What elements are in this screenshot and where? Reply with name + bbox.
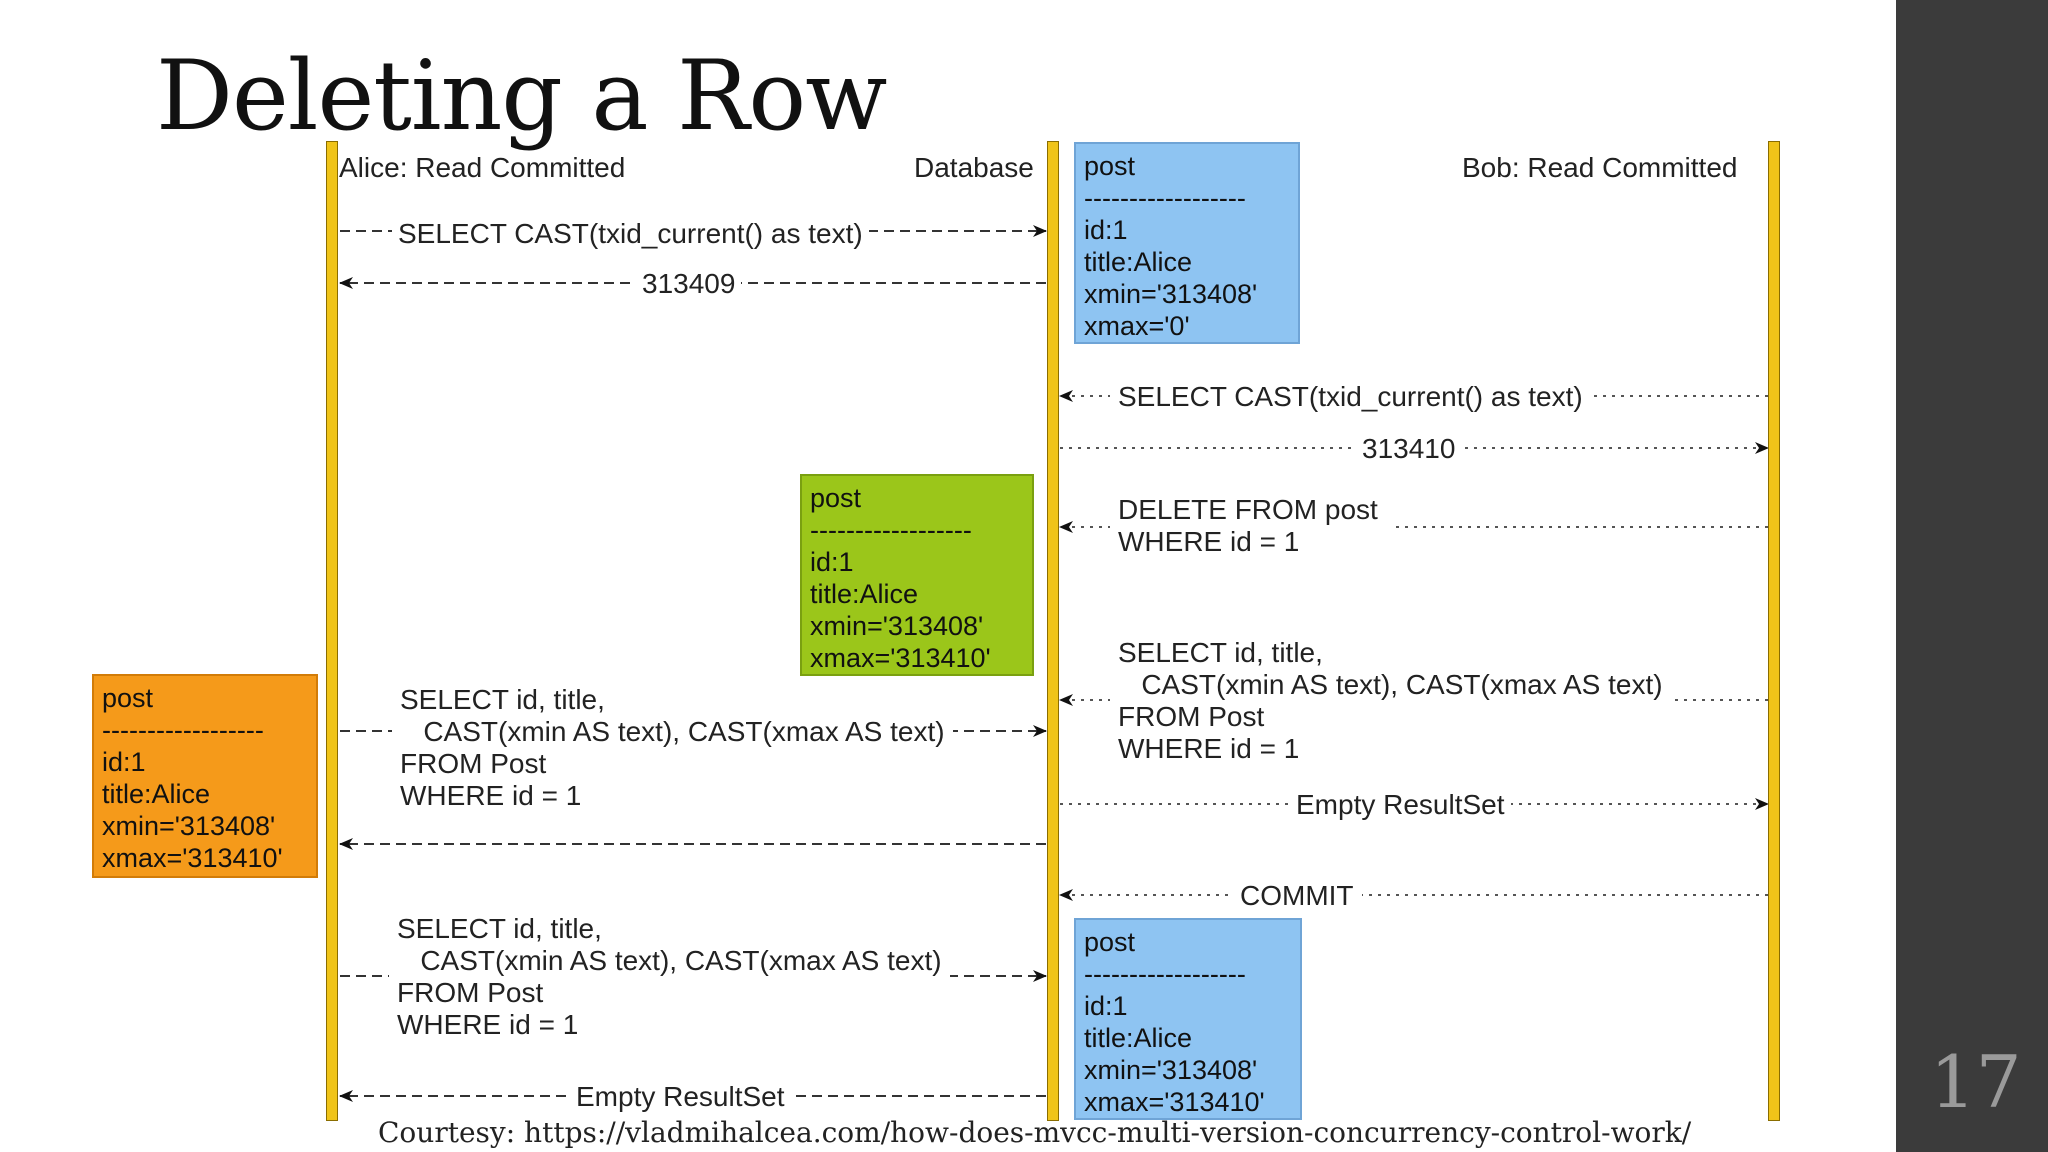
row-deleted: post ------------------ id:1 title:Alice…: [800, 474, 1034, 676]
msg-bob-delete: DELETE FROM post WHERE id = 1: [1110, 494, 1390, 558]
row-final: post ------------------ id:1 title:Alice…: [1074, 918, 1302, 1120]
row-initial: post ------------------ id:1 title:Alice…: [1074, 142, 1300, 344]
page-number: 17: [1930, 1040, 2022, 1124]
msg-bob-txid-result: 313410: [1356, 433, 1462, 465]
participant-bob: Bob: Read Committed: [1462, 152, 1738, 183]
courtesy-text: Courtesy: https://vladmihalcea.com/how-d…: [378, 1116, 1692, 1149]
participant-database: Database: [914, 152, 1034, 183]
slide-title: Deleting a Row: [156, 40, 887, 152]
msg-alice-select-1: SELECT id, title, CAST(xmin AS text), CA…: [392, 684, 953, 812]
lifeline-database: [1047, 141, 1059, 1121]
lifeline-bob: [1768, 141, 1780, 1121]
lifeline-alice: [326, 141, 338, 1121]
slide: Deleting a Row Alice:: [92, 40, 1780, 1149]
msg-bob-commit: COMMIT: [1232, 880, 1362, 912]
msg-alice-txid-result: 313409: [636, 268, 742, 300]
msg-alice-select-2-result: Empty ResultSet: [570, 1081, 791, 1113]
msg-bob-select-txid: SELECT CAST(txid_current() as text): [1110, 381, 1591, 413]
row-alice-view: post ------------------ id:1 title:Alice…: [92, 674, 318, 878]
msg-alice-select-txid: SELECT CAST(txid_current() as text): [392, 218, 869, 250]
msg-alice-select-2: SELECT id, title, CAST(xmin AS text), CA…: [389, 913, 950, 1041]
participant-alice: Alice: Read Committed: [339, 152, 626, 183]
slide-sidebar: [1896, 0, 2048, 1152]
msg-bob-select: SELECT id, title, CAST(xmin AS text), CA…: [1110, 637, 1675, 765]
msg-bob-select-result: Empty ResultSet: [1290, 789, 1511, 821]
